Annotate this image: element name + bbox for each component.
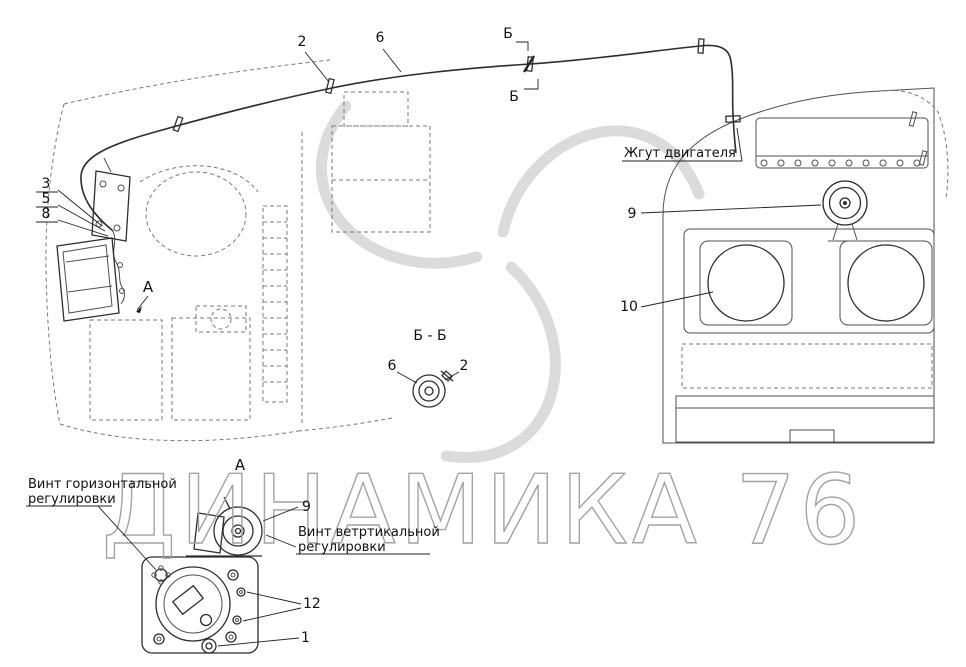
section-mark-b-mid: Б xyxy=(509,89,519,105)
leader-lines xyxy=(26,41,822,647)
watermark-logo-icon xyxy=(316,100,705,463)
flower-screw xyxy=(151,565,171,585)
horizontal-adjust-label-line2: регулировки xyxy=(28,492,116,507)
detail-a-title: А xyxy=(235,456,246,474)
mounting-bracket xyxy=(91,170,131,242)
horn xyxy=(822,180,868,242)
harness-clip xyxy=(325,77,335,95)
headlamp-rear-box xyxy=(141,556,259,654)
headlamp-front-left xyxy=(707,244,785,322)
harness-clip xyxy=(697,38,705,54)
horizontal-adjust-label-line1: Винт горизонтальной xyxy=(28,477,177,492)
callout-3: 3 xyxy=(42,176,51,192)
harness-clip xyxy=(526,56,534,72)
valve-cover-bolts xyxy=(760,159,921,167)
callout-8: 8 xyxy=(42,206,51,222)
callout-6-harness: 6 xyxy=(376,30,385,46)
callout-9-detail: 9 xyxy=(302,499,311,515)
callout-6-bb: 6 xyxy=(388,358,397,374)
view-arrow-a: А xyxy=(143,278,154,296)
vertical-adjust-label-line1: Винт ветртикальной xyxy=(298,525,440,540)
engine-harness-label: Жгут двигателя xyxy=(624,146,736,161)
section-mark-b-top: Б xyxy=(503,26,513,42)
adjuster-side-view xyxy=(186,496,263,557)
detail-a-view xyxy=(141,496,263,654)
callout-2-harness: 2 xyxy=(298,34,307,50)
engine-side-clip xyxy=(908,111,918,127)
callout-12: 12 xyxy=(303,596,321,612)
headlamp-front-right xyxy=(847,244,925,322)
cab-dashed-outline xyxy=(45,59,431,442)
engine-side-clip xyxy=(918,150,928,166)
section-bb-title: Б - Б xyxy=(413,328,446,344)
wiring-harness xyxy=(80,38,741,305)
section-bb-view xyxy=(412,370,454,408)
callout-9-horn: 9 xyxy=(628,206,637,222)
callout-2-bb: 2 xyxy=(460,358,469,374)
watermark-text: ДИНАМИКА 76 xyxy=(102,456,864,566)
callout-1: 1 xyxy=(301,630,310,646)
harness-clip xyxy=(172,115,184,133)
harness-connector xyxy=(725,115,741,123)
bb-bolt xyxy=(440,370,454,382)
bumper xyxy=(675,395,935,443)
left-headlamp-assembly xyxy=(56,157,131,322)
engine-front-view xyxy=(662,87,949,444)
callout-5: 5 xyxy=(42,191,51,207)
callout-10-headlamp: 10 xyxy=(620,299,638,315)
valve-cover xyxy=(755,117,929,169)
radiator-grille xyxy=(683,228,935,334)
vertical-adjust-label-line2: регулировки xyxy=(298,540,386,555)
